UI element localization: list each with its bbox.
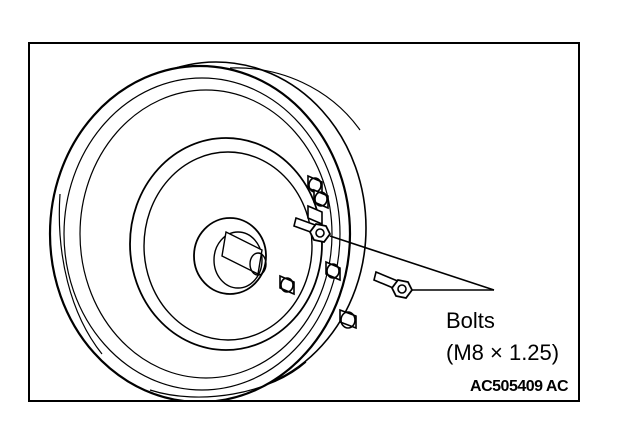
bolts-label: Bolts <box>446 308 495 333</box>
wheel-stud-5 <box>339 308 357 330</box>
hub-hat-outer <box>129 137 323 351</box>
hub-shaft <box>221 230 263 276</box>
disc-edge-shade-bottom <box>149 361 307 398</box>
bolt-spec-label: (M8 × 1.25) <box>446 340 560 365</box>
leader-line-upper <box>329 235 495 291</box>
mounting-bolt-2 <box>373 270 414 299</box>
wheel-stud-6 <box>313 188 329 210</box>
mounting-bolt-1 <box>293 216 332 243</box>
wheel-stud-4 <box>279 274 295 296</box>
hub-hat-inner <box>143 151 313 341</box>
hub-shaft-end <box>249 252 267 276</box>
figure-frame: Bolts (M8 × 1.25) AC505409 AC <box>28 42 580 402</box>
brake-disc-drawing <box>48 61 495 400</box>
center-bore-outer <box>193 217 267 295</box>
disc-edge-shade-left <box>58 193 103 355</box>
center-bore-inner <box>213 231 263 289</box>
wheel-stud-2 <box>325 260 341 282</box>
figure-id: AC505409 AC <box>470 378 568 395</box>
disc-outer-rim <box>48 64 352 400</box>
disc-rim-inner-line <box>63 77 341 391</box>
wheel-stud-3 <box>307 204 323 226</box>
disc-edge-shade-top <box>229 67 361 131</box>
disc-braking-surface <box>79 89 333 379</box>
